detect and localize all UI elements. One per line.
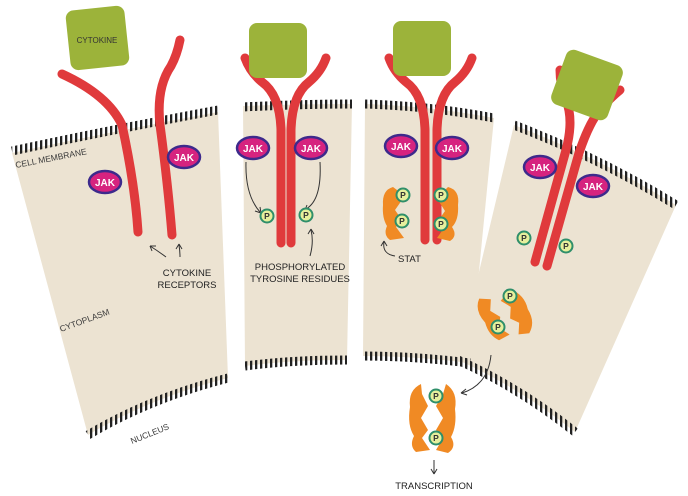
phosphorylated-label-1: PHOSPHORYLATED <box>255 262 346 273</box>
jak-p3-left: JAK <box>383 133 419 159</box>
phospho-p4-receptor-left: P <box>516 230 532 246</box>
cytokine-bound <box>551 49 623 121</box>
nuclear-membrane-2 <box>244 355 348 371</box>
svg-text:P: P <box>563 241 569 251</box>
jak-p2-right: JAK <box>293 135 329 161</box>
phosphorylated-arrow-head <box>307 228 315 235</box>
svg-text:JAK: JAK <box>391 142 412 153</box>
panel-4: JAK JAK P P P P <box>460 49 625 396</box>
svg-text:P: P <box>495 322 501 332</box>
phosphorylated-label-2: TYROSINE RESIDUES <box>250 274 350 285</box>
svg-text:P: P <box>507 291 513 301</box>
svg-text:JAK: JAK <box>442 144 463 155</box>
svg-text:P: P <box>521 233 527 243</box>
phosphorylated-arrow <box>309 229 313 257</box>
panel-3: JAK JAK P P P P STAT <box>380 21 477 265</box>
svg-text:P: P <box>438 190 444 200</box>
phospho-nucleus-2: P <box>428 430 444 446</box>
receptors-arrow-right <box>178 244 181 258</box>
phosphorylation-arrow-left <box>245 161 261 213</box>
svg-text:P: P <box>433 391 439 401</box>
cytokine-receptors-label-1: CYTOKINE <box>163 268 211 279</box>
jak-p2-left: JAK <box>235 135 271 161</box>
stat-label: STAT <box>398 254 421 265</box>
svg-text:P: P <box>400 190 406 200</box>
svg-text:P: P <box>433 433 439 443</box>
svg-text:JAK: JAK <box>174 153 195 164</box>
phospho-nucleus-1: P <box>428 388 444 404</box>
translocation-arrow-head <box>460 388 468 396</box>
phospho-p3-1: P <box>395 187 411 203</box>
jak-p1-left: JAK <box>87 169 123 195</box>
jak-p3-right: JAK <box>434 135 470 161</box>
cytoplasm-segment-4 <box>458 125 676 432</box>
receptor-right <box>154 35 185 240</box>
receptors-arrow-right-head <box>175 243 183 250</box>
phospho-p3-2: P <box>433 187 449 203</box>
receptors-arrow-left-head <box>149 245 156 252</box>
stat-arrow <box>383 241 396 257</box>
receptor-left <box>57 69 143 237</box>
svg-text:P: P <box>264 211 270 221</box>
cytokine-label: CYTOKINE <box>77 36 118 45</box>
transcription-label: TRANSCRIPTION <box>395 481 473 492</box>
cell-membrane-stripes <box>11 99 679 439</box>
cytokine-bound <box>393 21 451 76</box>
membrane-outer-4 <box>512 120 679 209</box>
cytokine-bound <box>249 23 307 78</box>
phospho-p4-stat-2: P <box>490 319 506 335</box>
panel-2: JAK JAK P P PHOSPHORYLATED TYROSINE RESI… <box>235 23 350 285</box>
nuclear-membrane-1 <box>85 373 230 439</box>
svg-text:JAK: JAK <box>243 144 264 155</box>
cytoplasm-segment-2 <box>243 104 352 366</box>
jak-p4-left: JAK <box>522 154 558 180</box>
svg-text:JAK: JAK <box>95 178 116 189</box>
nuclear-stat-dimer: P P TRANSCRIPTION <box>395 384 473 492</box>
jak-p1-right: JAK <box>166 144 202 170</box>
nuclear-membrane-3 <box>362 351 471 368</box>
membrane-outer-3 <box>364 99 495 123</box>
svg-text:JAK: JAK <box>583 182 604 193</box>
stat-dimer-left <box>409 384 430 452</box>
receptor-left <box>240 53 286 248</box>
phospho-p3-4: P <box>433 216 449 232</box>
svg-text:P: P <box>399 216 405 226</box>
phospho-p4-receptor-right: P <box>558 238 574 254</box>
svg-text:P: P <box>303 210 309 220</box>
cytoplasm-segment-1 <box>12 112 228 435</box>
phospho-p2-left: P <box>259 208 275 224</box>
svg-text:JAK: JAK <box>530 163 551 174</box>
transcription-arrow-head <box>430 468 438 475</box>
phospho-p3-3: P <box>394 213 410 229</box>
nuclear-membrane-4 <box>456 355 578 436</box>
jak-p4-right: JAK <box>575 173 611 199</box>
receptor-right <box>432 53 477 245</box>
receptor-right <box>286 53 331 248</box>
phospho-p4-stat-1: P <box>502 288 518 304</box>
membrane-outer-1 <box>11 105 219 156</box>
svg-text:P: P <box>438 219 444 229</box>
cytokine-free <box>65 5 130 71</box>
translocation-arrow <box>461 354 492 394</box>
svg-text:JAK: JAK <box>301 144 322 155</box>
receptors-arrow-left <box>149 245 167 258</box>
stat-arrow-head <box>380 240 388 247</box>
cytokine-receptors-label-2: RECEPTORS <box>158 280 217 291</box>
phospho-p2-right: P <box>298 207 314 223</box>
nucleus-label: NUCLEUS <box>129 421 171 446</box>
phosphorylation-arrow-right <box>305 161 321 210</box>
receptor-left <box>384 53 430 245</box>
